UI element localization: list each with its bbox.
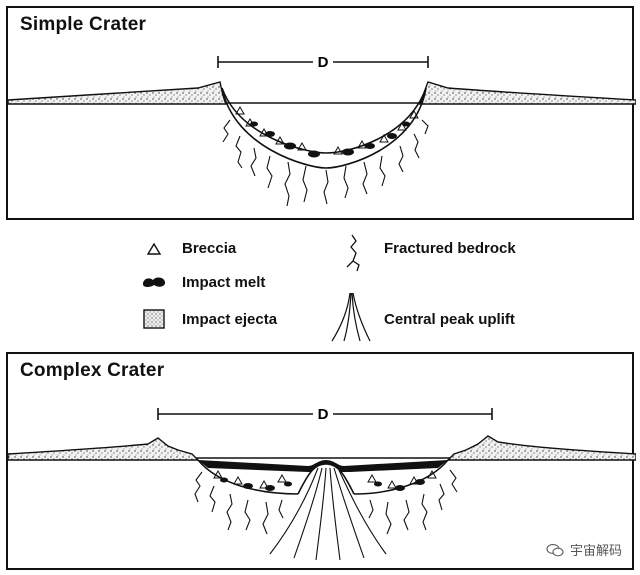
watermark: 宇宙解码	[546, 540, 622, 559]
diameter-label: D	[318, 406, 329, 423]
ejecta-right	[418, 81, 636, 105]
wechat-icon	[546, 543, 564, 556]
complex-crater-panel: Complex Crater D	[6, 352, 636, 570]
fractured-bedrock	[194, 469, 458, 535]
simple-crater-panel: Simple Crater D	[6, 6, 636, 220]
complex-crater-diagram: D	[8, 406, 636, 561]
impact-melt-fill	[250, 121, 410, 158]
ejecta-right	[446, 435, 636, 461]
legend-impact-ejecta-label: Impact ejecta	[182, 311, 278, 328]
breccia-icon	[146, 242, 162, 255]
diameter-bar	[217, 56, 429, 68]
legend-impact-melt-label: Impact melt	[182, 274, 266, 291]
legend-fractured-bedrock-label: Fractured bedrock	[384, 240, 516, 257]
ejecta-left	[8, 81, 228, 105]
impact-melt-icon	[142, 277, 166, 288]
breccia-lens-base	[221, 87, 427, 169]
crater-surface	[221, 87, 427, 154]
impact-ejecta-icon	[143, 309, 165, 329]
simple-crater-title: Simple Crater	[20, 14, 147, 35]
impact-melt-fill	[220, 477, 425, 491]
breccia-lens-right	[353, 459, 449, 495]
central-peak-uplift-icon	[331, 292, 371, 342]
legend-breccia-label: Breccia	[182, 240, 237, 257]
diameter-bar	[157, 408, 493, 420]
fractured-bedrock	[222, 119, 429, 207]
simple-crater-diagram: D	[8, 54, 636, 207]
legend: Breccia Impact melt Impact ejecta Fractu…	[0, 225, 640, 350]
fractured-bedrock-icon	[346, 234, 360, 272]
breccia-fill	[235, 105, 419, 155]
legend-central-peak-uplift-label: Central peak uplift	[384, 311, 515, 328]
central-peak-uplift-lines	[269, 467, 387, 561]
diameter-label: D	[318, 54, 329, 71]
breccia-lens-left	[197, 459, 299, 495]
ejecta-left	[8, 437, 200, 461]
watermark-text: 宇宙解码	[569, 544, 622, 559]
complex-crater-title: Complex Crater	[20, 360, 165, 381]
